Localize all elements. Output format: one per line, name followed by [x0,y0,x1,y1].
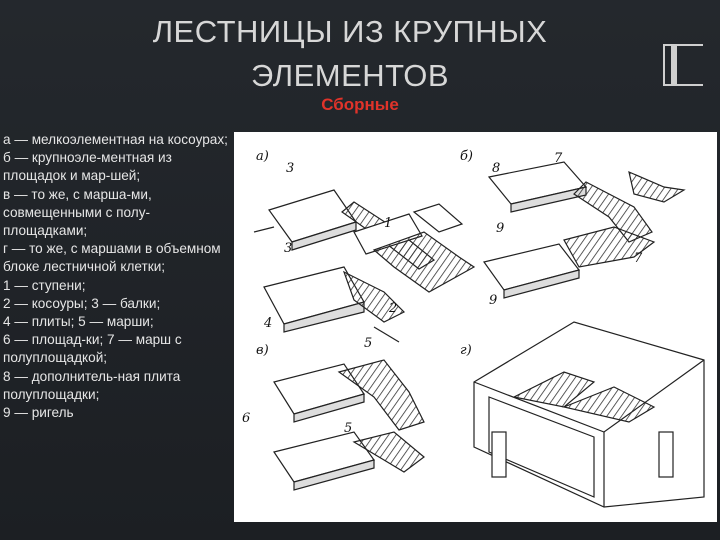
stair-diagram-image: а) б) в) г) 3 3 1 2 4 5 6 5 8 7 7 9 9 [234,132,717,522]
decorative-bracket-icon [663,44,703,86]
legend-item: г — то же, с маршами в объемном блоке ле… [3,241,221,275]
panel-a-stairs [253,189,476,343]
label-1: 1 [384,216,392,231]
label-7b: 7 [634,251,643,266]
legend-text: а — мелкоэлементная на косоурах; б — кру… [3,131,228,422]
legend-item: 9 — ригель [3,405,74,421]
label-9b: 9 [489,293,497,308]
label-8: 8 [492,161,500,176]
label-7a: 7 [554,151,563,166]
legend-item: 1 — ступени; [3,277,86,293]
legend-item: б — крупноэле-ментная из площадок и мар-… [3,150,172,184]
legend-item: 4 — плиты; 5 — марши; [3,314,154,330]
slide-title: ЛЕСТНИЦЫ ИЗ КРУПНЫХ ЭЛЕМЕНТОВ [80,10,620,98]
label-g: г) [460,343,472,358]
title-line-1: ЛЕСТНИЦЫ ИЗ КРУПНЫХ [152,14,548,49]
legend-item: в — то же, с марша-ми, совмещенными с по… [3,186,152,239]
label-5a: 5 [364,336,372,351]
label-3b: 3 [284,241,292,256]
label-2: 2 [388,301,397,316]
label-4: 4 [263,316,272,331]
panel-b-stairs [482,161,686,299]
panel-g-stair-block [473,321,705,508]
label-6: 6 [242,411,250,426]
label-v: в) [256,343,269,358]
label-3a: 3 [286,161,294,176]
slide-subtitle: Сборные [321,95,399,114]
title-line-2: ЭЛЕМЕНТОВ [251,58,449,93]
stair-diagram-svg: а) б) в) г) 3 3 1 2 4 5 6 5 8 7 7 9 9 [242,149,705,508]
legend-item: 6 — площад-ки; 7 — марш с полуплощадкой; [3,332,182,366]
legend-item: а — мелкоэлементная на косоурах; [3,132,228,147]
label-5b: 5 [344,421,352,436]
legend-item: 8 — дополнитель-ная плита полуплощадки; [3,368,181,402]
panel-v-stairs [273,359,425,491]
label-a: а) [256,149,269,164]
label-b: б) [460,149,473,164]
label-9a: 9 [496,221,504,236]
legend-item: 2 — косоуры; 3 — балки; [3,295,161,311]
